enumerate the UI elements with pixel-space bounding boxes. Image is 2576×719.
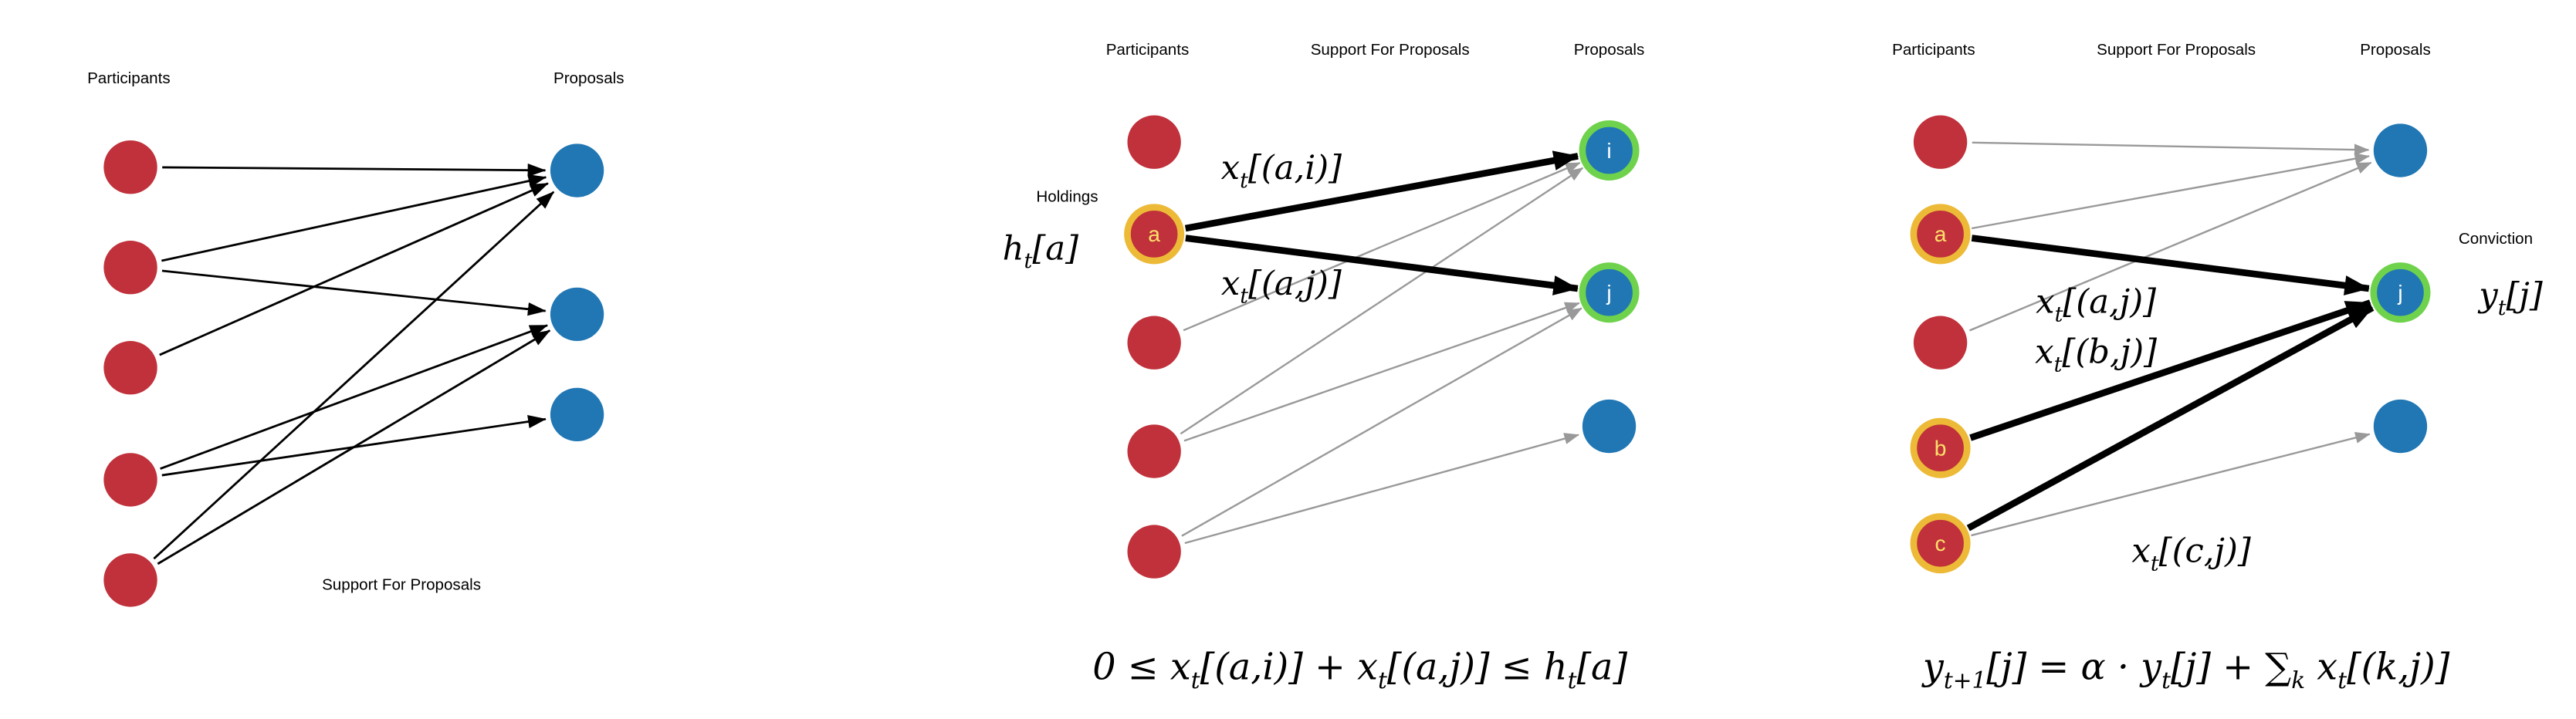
proposal-circle: [2373, 123, 2428, 177]
proposal-node: [2373, 123, 2428, 177]
node-letter: b: [1935, 436, 1947, 460]
participant-node: [1913, 115, 1968, 169]
proposal-circle: [1582, 399, 1637, 454]
participant-circle: [103, 453, 157, 507]
proposal-circle: [2370, 262, 2431, 323]
node-letter: j: [2397, 281, 2402, 305]
edge-a-i: [1184, 150, 1579, 232]
participant-circle: [103, 140, 157, 194]
proposal-node: [550, 143, 604, 197]
participant-circle: [1127, 424, 1181, 478]
participant-node-c: c: [1910, 513, 1971, 574]
edge-p4-q2: [160, 324, 549, 470]
edge-c-q3: [1971, 431, 2371, 537]
edge-a-j: [1185, 235, 1579, 295]
participant-circle: [1127, 115, 1181, 169]
participant-circle: [1127, 525, 1181, 579]
participant-circle: [103, 341, 157, 395]
participant-node-a: a: [1910, 204, 1971, 265]
node-letter: c: [1935, 532, 1946, 555]
participant-node: [103, 553, 157, 607]
node-letter: a: [1148, 222, 1160, 246]
panel-conviction-accumulation: a b c j: [1910, 115, 2431, 574]
proposal-node-j: j: [2370, 262, 2431, 323]
edge-p1-q1: [1972, 141, 2370, 156]
participant-node: [103, 341, 157, 395]
edge-a-q1: [1971, 153, 2371, 230]
edge-a-j: [1971, 235, 2370, 295]
participant-circle: [1127, 316, 1181, 370]
proposal-circle: [1579, 120, 1640, 181]
participant-node: [1127, 115, 1181, 169]
proposal-circle: [550, 143, 604, 197]
edge-p2-q2: [161, 269, 547, 316]
participant-node: [103, 140, 157, 194]
proposal-node-i: i: [1579, 120, 1640, 181]
edge-p3-q1: [159, 182, 549, 356]
participant-circle: [1913, 115, 1968, 169]
proposal-node: [550, 387, 604, 442]
participant-node: [1127, 525, 1181, 579]
participant-node-a: a: [1124, 204, 1185, 265]
panel-holdings-split: a i j: [1124, 115, 1640, 579]
proposal-circle: [550, 387, 604, 442]
proposal-circle: [2373, 399, 2428, 454]
participant-circle: [1910, 513, 1971, 574]
edge-p4-q3: [161, 414, 547, 477]
edge-p2-q1: [161, 174, 547, 262]
panel-support-overview: [103, 140, 604, 607]
proposal-node: [2373, 399, 2428, 454]
participant-circle: [1913, 316, 1968, 370]
edge-c-j: [1966, 305, 2375, 532]
participant-node: [1127, 316, 1181, 370]
edge-p4-j: [1183, 302, 1580, 442]
edge-p4-i: [1180, 167, 1584, 435]
node-letter: a: [1935, 222, 1947, 246]
node-letter: j: [1606, 281, 1611, 305]
edge-p1-q1: [162, 163, 547, 177]
participant-node-b: b: [1910, 417, 1971, 478]
participant-node: [103, 241, 157, 295]
node-letter: i: [1606, 139, 1611, 163]
proposal-circle: [550, 287, 604, 342]
participant-circle: [103, 241, 157, 295]
edge-p5-q1: [153, 191, 555, 560]
proposal-node: [550, 287, 604, 342]
edge-p5-j: [1181, 307, 1582, 537]
participant-circle: [1124, 204, 1185, 265]
participant-circle: [1910, 417, 1971, 478]
participant-circle: [1910, 204, 1971, 265]
proposal-node: [1582, 399, 1637, 454]
edge-p5-q3: [1184, 433, 1579, 545]
participant-circle: [103, 553, 157, 607]
edge-b-j: [1969, 299, 2371, 441]
proposal-circle: [1579, 262, 1640, 323]
proposal-node-j: j: [1579, 262, 1640, 323]
participant-node: [103, 453, 157, 507]
participant-node: [1913, 316, 1968, 370]
edge-p3-q1: [1969, 161, 2372, 332]
edge-p3-i: [1183, 161, 1581, 332]
participant-node: [1127, 424, 1181, 478]
